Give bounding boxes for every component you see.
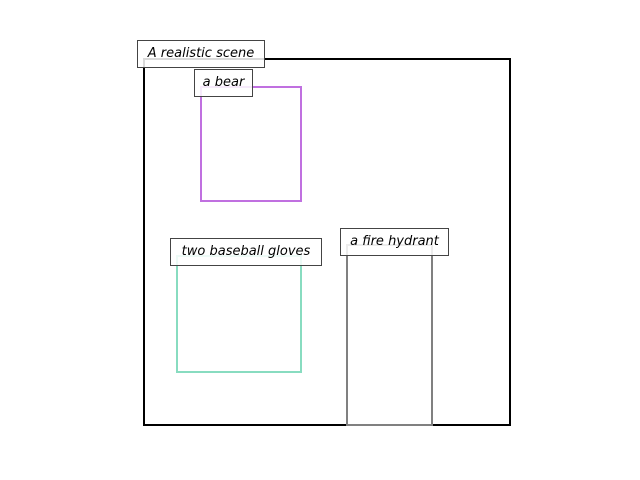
fire-hydrant-bounding-box	[346, 244, 433, 426]
scene-frame	[143, 58, 511, 426]
bear-bounding-box	[200, 86, 302, 202]
fire-hydrant-label: a fire hydrant	[340, 228, 449, 256]
scene-label: A realistic scene	[137, 40, 265, 68]
bear-label: a bear	[194, 69, 253, 97]
baseball-gloves-bounding-box	[176, 255, 302, 373]
baseball-gloves-label: two baseball gloves	[170, 238, 322, 266]
